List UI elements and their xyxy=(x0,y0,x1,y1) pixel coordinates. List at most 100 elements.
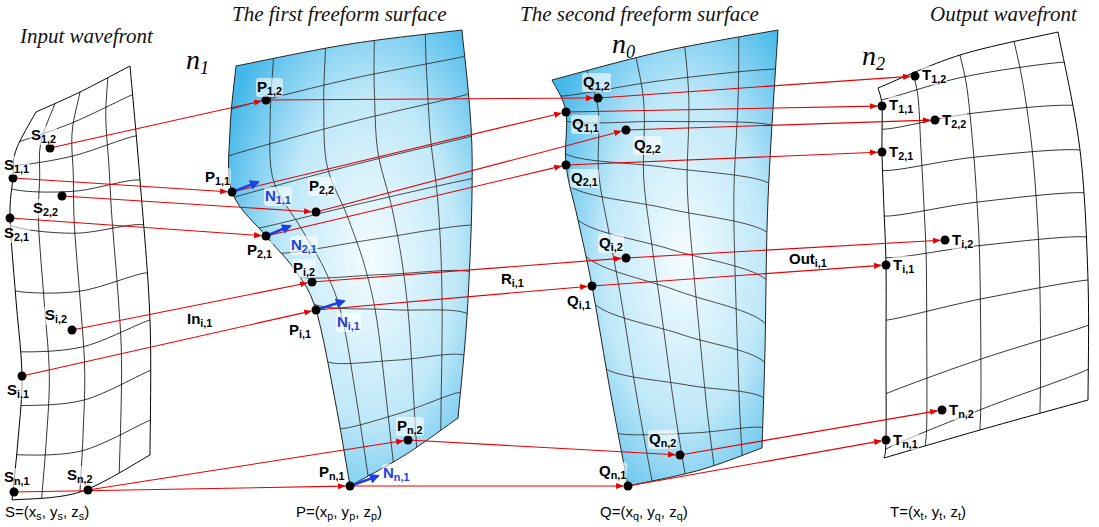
wavefront-surface xyxy=(878,32,1089,458)
mesh-line xyxy=(578,220,766,280)
subscript: i,2 xyxy=(611,241,623,253)
surface-point xyxy=(84,486,93,495)
mesh-line xyxy=(886,237,1087,258)
text-part: P xyxy=(309,177,319,194)
text-part: S xyxy=(4,156,14,173)
surface-point xyxy=(562,108,571,117)
subscript: 2 xyxy=(876,54,885,74)
subscript: n,1 xyxy=(14,475,30,487)
text-part: , y xyxy=(639,503,655,520)
point-label: Sn,1 xyxy=(3,468,31,487)
text-part: ) xyxy=(377,503,382,520)
mesh-line xyxy=(618,427,763,435)
point-label: Qn,2 xyxy=(648,430,677,449)
text-part: Q xyxy=(567,292,579,309)
surface-point xyxy=(622,126,631,135)
mesh-line xyxy=(324,48,394,462)
text-part: Q xyxy=(583,73,595,90)
text-part: , z xyxy=(661,503,677,520)
text-part: P xyxy=(289,321,299,338)
wavefront-surface xyxy=(10,66,151,500)
subscript: 0 xyxy=(626,42,635,62)
surface-point xyxy=(346,482,355,491)
light-ray xyxy=(10,218,261,236)
mesh-line xyxy=(881,62,1064,100)
text-part: T xyxy=(889,143,898,160)
subscript: n,1 xyxy=(394,471,410,483)
surface-point xyxy=(676,451,685,460)
rays xyxy=(10,76,940,492)
subscript: 1,2 xyxy=(931,73,946,85)
surface-outline xyxy=(878,32,1089,458)
surface-point xyxy=(46,144,55,153)
normal-label: N2,1 xyxy=(290,236,318,255)
refractive-index: n1 xyxy=(186,44,209,79)
subscript: i,1 xyxy=(902,263,914,275)
coordinate-formula: P=(xp, yp, zp) xyxy=(296,503,382,523)
subscript: t xyxy=(958,510,961,522)
subscript: 2,1 xyxy=(898,150,913,162)
light-ray xyxy=(350,485,623,486)
subscript: 1 xyxy=(200,58,209,78)
light-ray xyxy=(316,286,587,310)
subscript: n,2 xyxy=(661,437,677,449)
surface-point xyxy=(312,306,321,315)
mesh-line xyxy=(884,193,1084,216)
text-part: , y xyxy=(42,503,58,520)
point-label: Pn,2 xyxy=(396,417,424,436)
text-part: Q=(x xyxy=(600,503,633,520)
subscript: i,1 xyxy=(200,317,212,329)
text-part: n xyxy=(186,44,200,75)
mesh-line xyxy=(21,320,150,352)
mesh-line xyxy=(229,94,469,156)
subscript: 1,1 xyxy=(276,194,291,206)
surface-heading-node: The first freeform surface xyxy=(232,2,446,26)
subscript: n,2 xyxy=(77,473,93,485)
surface-title: Input wavefront xyxy=(20,24,153,48)
mesh-line xyxy=(595,304,764,362)
subscript: 1,2 xyxy=(267,85,282,97)
text-part: S xyxy=(31,126,41,143)
subscript: s xyxy=(79,510,84,522)
subscript: p xyxy=(349,510,355,522)
text-part: N xyxy=(337,313,348,330)
normal-label: Nn,1 xyxy=(382,464,410,483)
point-label: Pi,2 xyxy=(292,259,316,278)
text-part: P xyxy=(319,463,329,480)
subscript: 1,1 xyxy=(215,175,230,187)
subscript: n,1 xyxy=(902,438,918,450)
subscript: i,1 xyxy=(299,328,311,340)
subscript: n,2 xyxy=(407,424,423,436)
subscript: 1,1 xyxy=(584,122,599,134)
subscript: i,1 xyxy=(815,257,827,269)
text-part: P xyxy=(397,417,407,434)
mesh-line xyxy=(886,280,1088,320)
light-ray xyxy=(566,106,877,112)
mesh-line xyxy=(38,104,55,499)
point-label: P1,1 xyxy=(204,168,231,187)
point-label: T2,1 xyxy=(888,143,914,162)
mesh-line xyxy=(314,304,467,314)
text-part: T=(x xyxy=(890,503,920,520)
light-ray xyxy=(88,441,403,490)
surface-point xyxy=(588,282,597,291)
subscript: 2,1 xyxy=(257,248,272,260)
light-ray xyxy=(626,120,930,130)
surface-point xyxy=(404,436,413,445)
point-label: Si,2 xyxy=(44,306,68,325)
text-part: P xyxy=(293,259,303,276)
light-ray xyxy=(266,166,561,236)
point-label: S1,1 xyxy=(3,156,30,175)
surface-point xyxy=(6,214,15,223)
text-part: S xyxy=(4,224,14,241)
point-label: Qn,1 xyxy=(598,462,627,481)
light-ray xyxy=(566,152,877,165)
coordinate-formula: T=(xt, yt, zt) xyxy=(890,503,966,523)
point-label: Pn,1 xyxy=(318,463,346,482)
subscript: 2,2 xyxy=(319,184,334,196)
subscript: q xyxy=(655,510,661,522)
surface-point xyxy=(622,254,631,263)
light-ray xyxy=(312,258,621,282)
text-part: S=(x xyxy=(5,503,36,520)
mesh-line xyxy=(17,420,151,455)
